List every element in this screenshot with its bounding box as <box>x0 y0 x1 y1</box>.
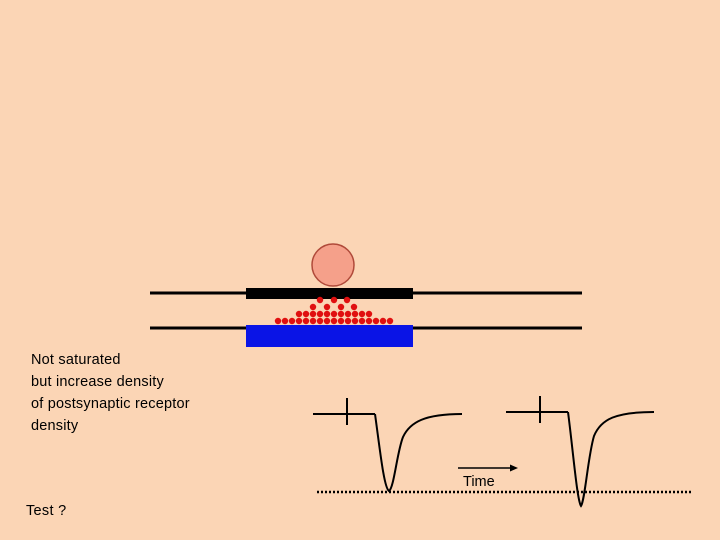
transmitter-dot <box>281 317 289 325</box>
transmitter-dot <box>379 317 387 325</box>
transmitter-dot <box>330 296 338 304</box>
time-label: Time <box>463 474 495 490</box>
transmitter-dot <box>351 317 359 325</box>
transmitter-dot <box>337 310 345 318</box>
transmitter-dot <box>323 303 331 311</box>
transmitter-dot <box>344 310 352 318</box>
test-label: Test ? <box>26 503 67 519</box>
transmitter-dot <box>365 310 373 318</box>
transmitter-dot <box>358 317 366 325</box>
transmitter-dot <box>372 317 380 325</box>
transmitter-dot <box>351 310 359 318</box>
transmitter-dot <box>316 317 324 325</box>
transmitter-dot <box>323 310 331 318</box>
transmitter-dot <box>337 317 345 325</box>
transmitter-dot <box>302 317 310 325</box>
transmitter-dot <box>288 317 296 325</box>
transmitter-dot <box>344 317 352 325</box>
presynaptic-active-zone <box>246 288 413 299</box>
epsc-trace-2 <box>506 396 655 508</box>
transmitter-dot <box>330 310 338 318</box>
arrow-right-icon <box>458 464 518 472</box>
transmitter-dot <box>365 317 373 325</box>
transmitter-dot <box>274 317 282 325</box>
transmitter-dot <box>302 310 310 318</box>
transmitter-dot <box>350 303 358 311</box>
transmitter-dots <box>274 296 394 325</box>
postsynaptic-receptor-patch <box>246 325 413 347</box>
transmitter-dot <box>309 310 317 318</box>
transmitter-dot <box>343 296 351 304</box>
transmitter-dot <box>330 317 338 325</box>
transmitter-dot <box>386 317 394 325</box>
transmitter-dot <box>295 310 303 318</box>
transmitter-dot <box>337 303 345 311</box>
caption-line: but increase density <box>31 374 164 390</box>
caption-text: Not saturated but increase density of post… <box>31 349 190 437</box>
vesicle-circle-icon <box>311 243 355 287</box>
transmitter-dot <box>316 310 324 318</box>
caption-line: Not saturated <box>31 352 121 368</box>
caption-line: density <box>31 418 79 434</box>
transmitter-dot <box>358 310 366 318</box>
transmitter-dot <box>295 317 303 325</box>
transmitter-dot <box>323 317 331 325</box>
transmitter-dot <box>309 317 317 325</box>
epsc-trace-1 <box>313 398 463 493</box>
transmitter-dot <box>309 303 317 311</box>
transmitter-dot <box>316 296 324 304</box>
caption-line: of postsynaptic receptor <box>31 396 190 412</box>
